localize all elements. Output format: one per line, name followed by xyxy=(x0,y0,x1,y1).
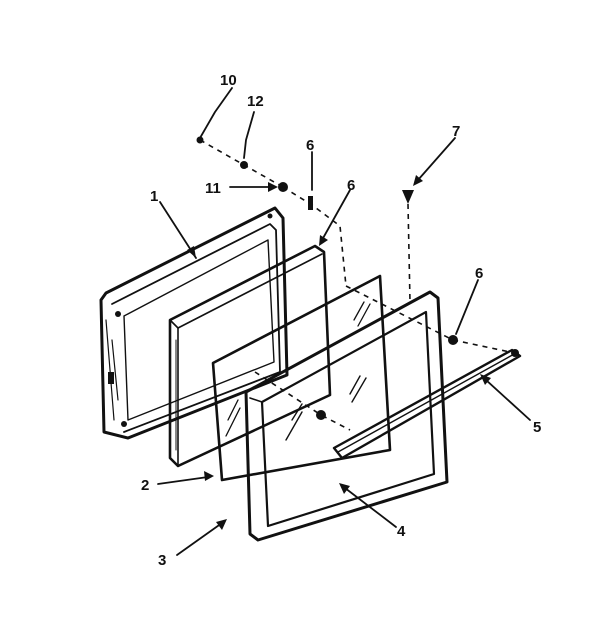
callout-labels: 1 2 3 4 5 6 6 6 7 10 11 12 xyxy=(141,72,541,569)
inner-door-liner xyxy=(99,206,289,440)
leader-lines xyxy=(157,87,531,556)
callout-6-panel: 6 xyxy=(347,177,355,194)
callout-7: 7 xyxy=(452,123,460,140)
callout-6-right: 6 xyxy=(475,265,483,282)
door-glass xyxy=(211,274,392,482)
callout-12: 12 xyxy=(247,93,264,110)
screw-6-top xyxy=(308,196,313,210)
callout-4: 4 xyxy=(397,523,406,540)
assembly-lines xyxy=(199,139,511,431)
screw-6-frame xyxy=(316,410,326,420)
door-handle xyxy=(332,348,522,460)
callout-5: 5 xyxy=(533,419,541,436)
callout-6-top: 6 xyxy=(306,137,314,154)
callout-3: 3 xyxy=(158,552,166,569)
insulation-panel xyxy=(168,244,332,468)
callout-11: 11 xyxy=(205,180,221,197)
outer-door-frame xyxy=(244,290,449,542)
callout-10: 10 xyxy=(220,72,237,89)
callout-2: 2 xyxy=(141,477,149,494)
screw-6-right xyxy=(448,335,458,345)
screw-7 xyxy=(402,190,414,204)
callout-1: 1 xyxy=(150,188,158,205)
